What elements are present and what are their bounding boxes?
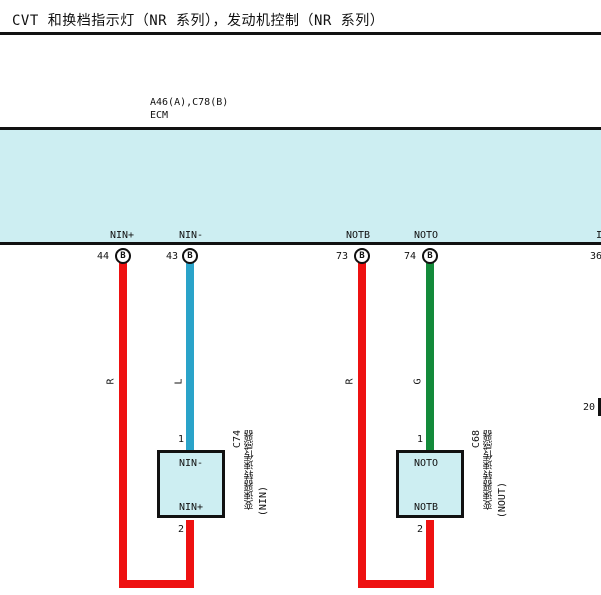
wire-notb-red <box>358 262 366 588</box>
terminal-b-noto: B <box>422 248 438 264</box>
ecm-pin-name-notb: NOTB <box>346 230 371 241</box>
terminal-b-nin-plus: B <box>115 248 131 264</box>
sensor-c74-label: C74 <box>232 430 243 448</box>
ecm-pin-number-43: 43 <box>166 251 179 262</box>
sensor-c68-box: NOTO NOTB <box>396 450 464 518</box>
wire-color-code-noto: G <box>412 378 424 385</box>
ecm-pin-name-noto: NOTO <box>414 230 439 241</box>
sensor-c68-name: 变速器转速传感器 <box>484 430 495 510</box>
ecm-pin-name-nin-minus: NIN- <box>179 230 204 241</box>
terminal-b-notb: B <box>354 248 370 264</box>
right-edge-connector-fragment <box>598 398 601 416</box>
sensor-c74-pin2-number: 2 <box>178 524 185 535</box>
wire-nin-minus-blue <box>186 262 194 452</box>
wire-nin-plus-red <box>119 262 127 588</box>
right-edge-number: 20 <box>583 402 596 413</box>
wire-nin-plus-sensor-lead <box>186 520 194 588</box>
sensor-c68-pin1-label: NOTO <box>414 458 439 469</box>
ecm-label: ECM <box>150 110 169 121</box>
sensor-c74-pin2-label: NIN+ <box>179 502 204 513</box>
wire-notb-sensor-lead <box>426 520 434 588</box>
sensor-c68-pin2-label: NOTB <box>414 502 439 513</box>
sensor-c74-sub: (NIN) <box>258 486 269 517</box>
ecm-connector-codes: A46(A),C78(B) <box>150 97 229 108</box>
wire-color-code-nin-minus: L <box>173 378 185 385</box>
sensor-c74-pin1-number: 1 <box>178 434 185 445</box>
sensor-c68-code: C68 <box>471 430 482 449</box>
sensor-c68-pin2-number: 2 <box>417 524 424 535</box>
ecm-pin-number-73: 73 <box>336 251 349 262</box>
ecm-pin-name-edge: I <box>596 230 601 241</box>
ecm-pin-name-nin-plus: NIN+ <box>110 230 135 241</box>
sensor-c74-pin1-label: NIN- <box>179 458 204 469</box>
sensor-c68-label: C68 <box>471 430 482 448</box>
ecm-pin-number-74: 74 <box>404 251 417 262</box>
sensor-c74-code: C74 <box>232 430 243 449</box>
wire-color-code-nin-plus: R <box>105 378 117 385</box>
ecm-box <box>0 127 601 245</box>
ecm-connector-ref: A46(A),C78(B) ECM <box>150 96 228 122</box>
sensor-c68-pin1-number: 1 <box>417 434 424 445</box>
wire-color-code-notb: R <box>344 378 356 385</box>
ecm-pin-number-44: 44 <box>97 251 110 262</box>
ecm-pin-number-edge: 36 <box>590 251 601 262</box>
wire-nin-loop-bottom <box>119 580 194 588</box>
wire-noto-green <box>426 262 434 452</box>
sensor-c74-box: NIN- NIN+ <box>157 450 225 518</box>
page-title: CVT 和换档指示灯（NR 系列），发动机控制（NR 系列） <box>12 13 385 29</box>
wire-notb-loop-bottom <box>358 580 434 588</box>
sensor-c68-sub: (NOUT) <box>497 482 508 519</box>
sensor-c74-name: 变速器转速传感器 <box>245 430 256 510</box>
terminal-b-nin-minus: B <box>182 248 198 264</box>
title-rule <box>0 32 601 35</box>
